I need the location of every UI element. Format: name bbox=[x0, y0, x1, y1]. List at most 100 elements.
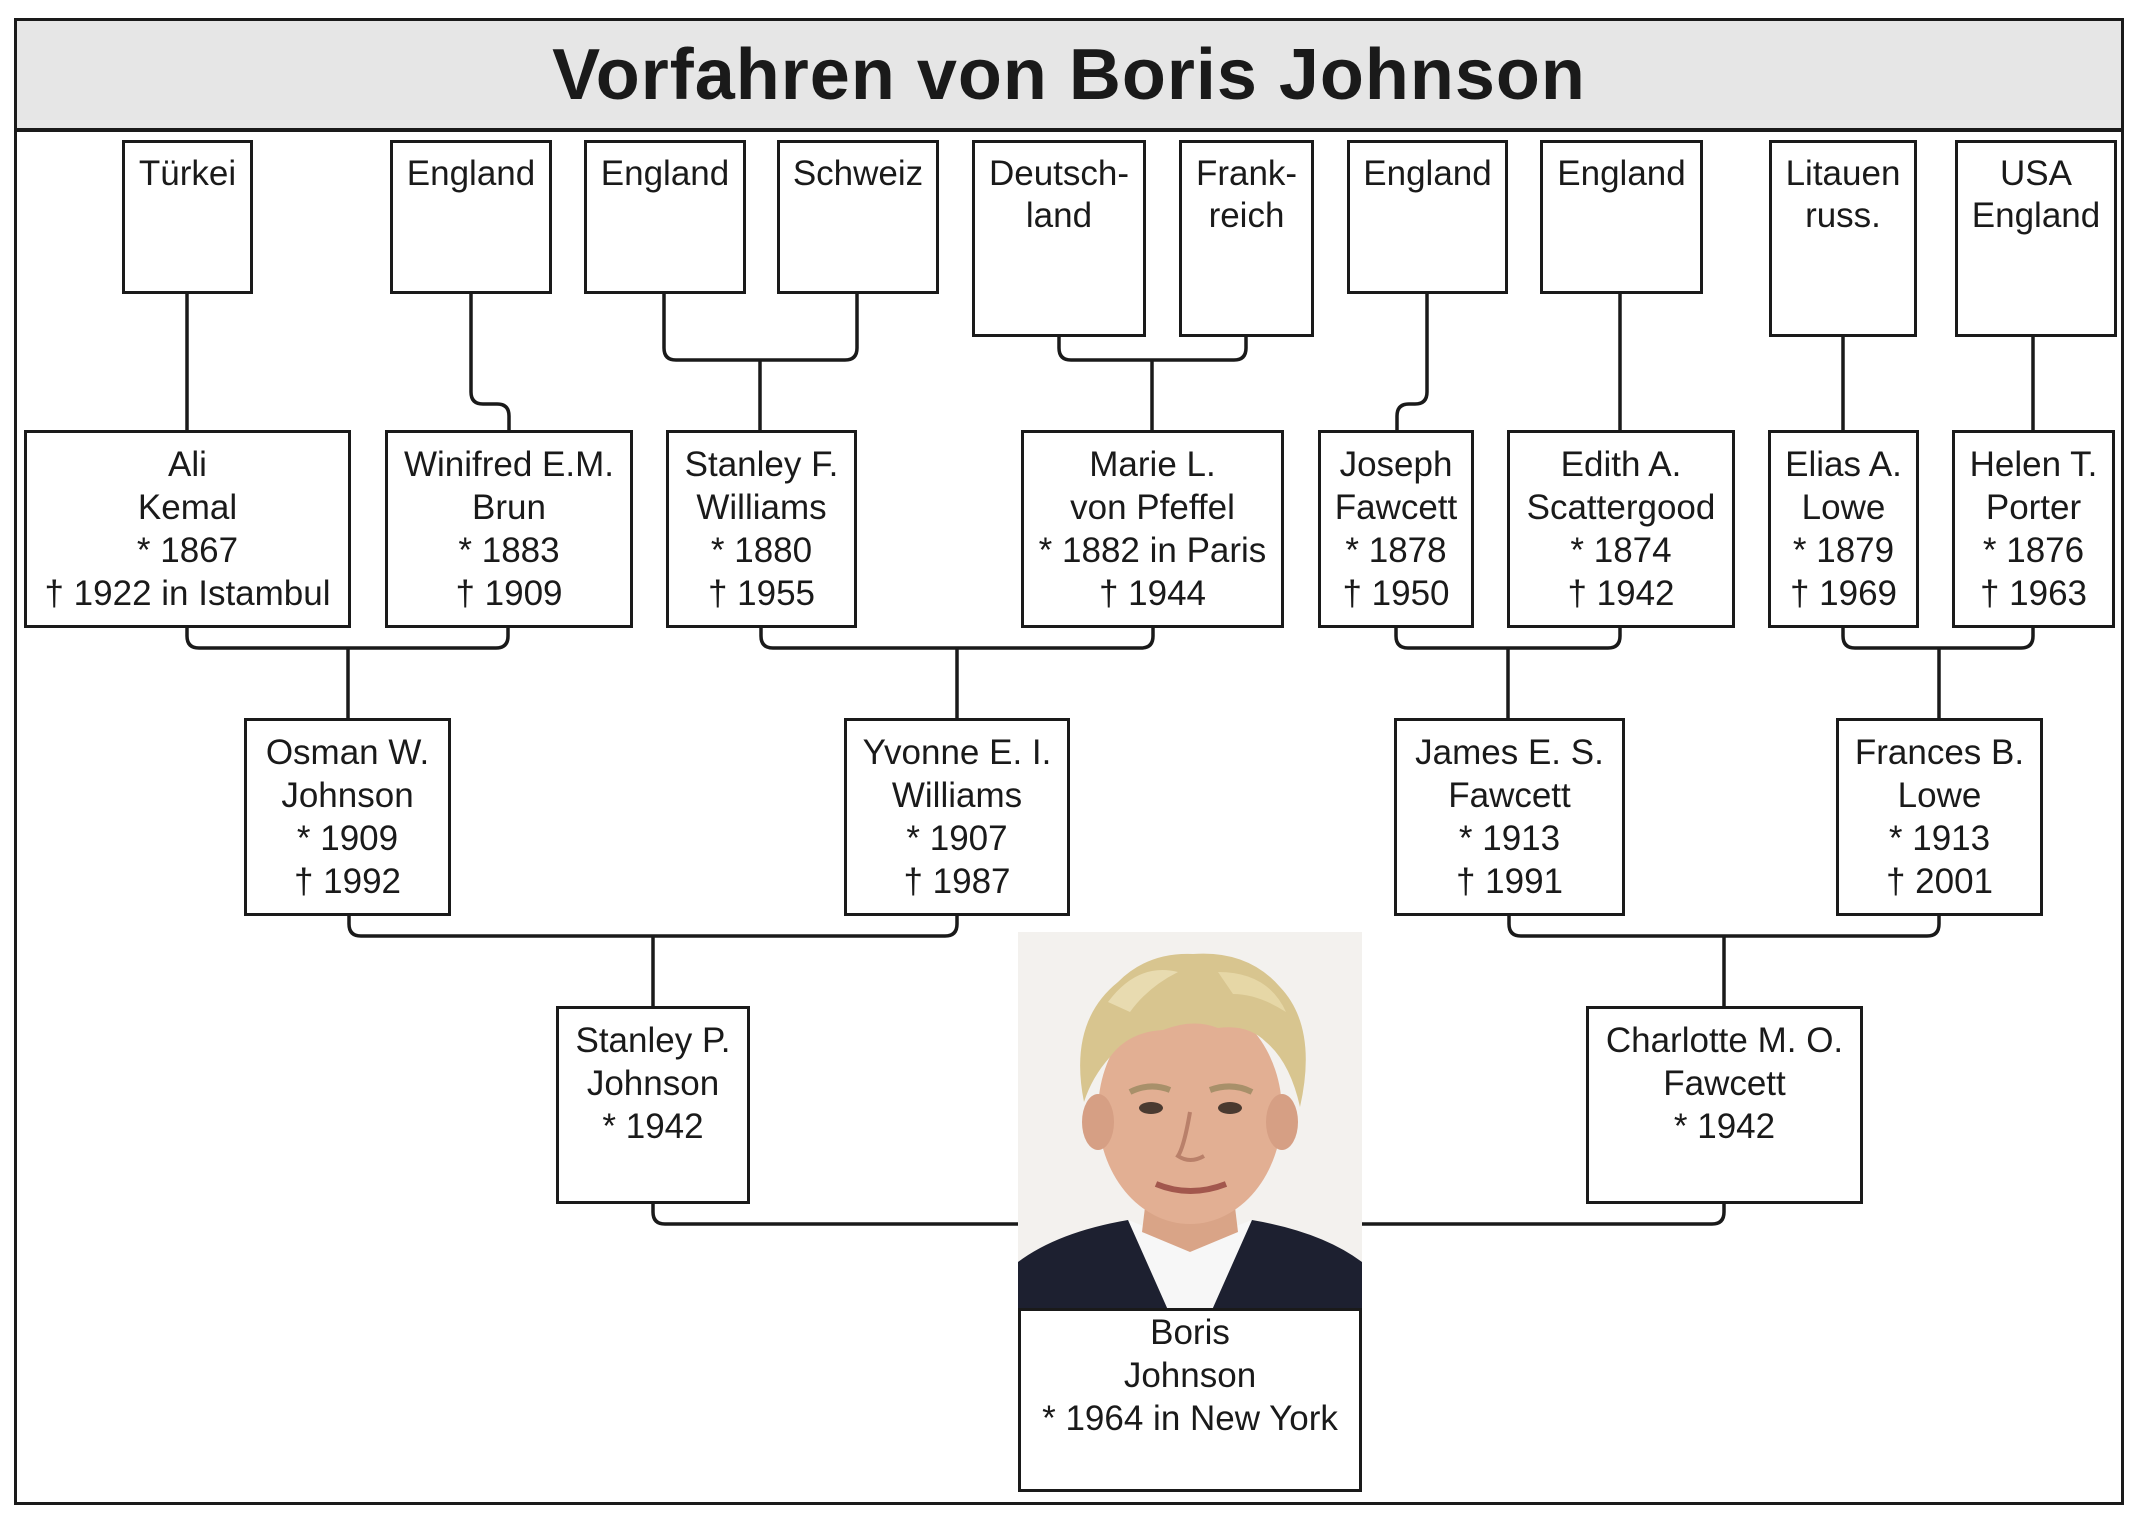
title-bar: Vorfahren von Boris Johnson bbox=[14, 18, 2124, 132]
link-gp12 bbox=[347, 914, 959, 938]
origin-label: land bbox=[1025, 196, 1093, 235]
origin-box: USA England bbox=[1955, 140, 2117, 337]
origin-label: England bbox=[1557, 154, 1686, 193]
person-birth: * 1907 bbox=[906, 819, 1008, 858]
person-box-grandparent: James E. S. Fawcett * 1913 † 1991 bbox=[1394, 718, 1625, 916]
person-surname: Fawcett bbox=[1663, 1064, 1786, 1103]
origin-label: USA bbox=[2000, 154, 2072, 193]
person-death: † 1955 bbox=[707, 574, 816, 613]
person-surname: Williams bbox=[891, 776, 1023, 815]
link-o5-o6 bbox=[1057, 335, 1248, 362]
person-name: Joseph bbox=[1339, 445, 1453, 484]
person-box-great-grandparent: Ali Kemal * 1867 † 1922 in Istambul bbox=[24, 430, 351, 628]
person-death: † 1950 bbox=[1342, 574, 1450, 613]
person-surname: von Pfeffel bbox=[1070, 488, 1235, 527]
person-name: Stanley F. bbox=[684, 445, 839, 484]
person-surname: Porter bbox=[1985, 488, 2082, 527]
person-death: † 1944 bbox=[1098, 574, 1207, 613]
origin-box: Schweiz bbox=[777, 140, 939, 294]
origin-label: Schweiz bbox=[792, 154, 924, 193]
origin-label: England bbox=[1971, 196, 2101, 235]
origin-label: England bbox=[1363, 154, 1492, 193]
person-surname: Fawcett bbox=[1448, 776, 1571, 815]
person-birth: * 1874 bbox=[1570, 531, 1672, 570]
person-surname: Fawcett bbox=[1334, 488, 1458, 527]
origin-box: England bbox=[390, 140, 552, 294]
person-birth: * 1942 bbox=[1673, 1107, 1776, 1146]
person-death: † 1992 bbox=[293, 862, 402, 901]
person-surname: Johnson bbox=[586, 1064, 720, 1103]
person-surname: Brun bbox=[472, 488, 546, 527]
person-death: † 1909 bbox=[455, 574, 563, 613]
link-gg56 bbox=[1394, 626, 1622, 650]
person-box-great-grandparent: Edith A. Scattergood * 1874 † 1942 bbox=[1507, 430, 1735, 628]
origin-box: England bbox=[1347, 140, 1508, 294]
person-death: † 1963 bbox=[1979, 574, 2088, 613]
person-death: † 1922 in Istambul bbox=[44, 574, 331, 613]
origin-label: reich bbox=[1208, 196, 1285, 235]
origin-box: Türkei bbox=[122, 140, 253, 294]
origin-label: Frank- bbox=[1195, 154, 1298, 193]
person-name: James E. S. bbox=[1415, 733, 1604, 772]
person-death: † 2001 bbox=[1885, 862, 1994, 901]
person-name: Boris bbox=[1150, 1313, 1230, 1352]
person-birth: * 1867 bbox=[136, 531, 239, 570]
person-death: † 1987 bbox=[903, 862, 1011, 901]
origin-label: Türkei bbox=[138, 154, 237, 193]
person-birth: * 1882 in Paris bbox=[1038, 531, 1267, 570]
person-birth: * 1878 bbox=[1345, 531, 1447, 570]
person-box-grandparent: Yvonne E. I. Williams * 1907 † 1987 bbox=[844, 718, 1070, 916]
origin-box: Litauen russ. bbox=[1769, 140, 1917, 337]
person-birth: * 1879 bbox=[1792, 531, 1895, 570]
origin-box: Frank- reich bbox=[1179, 140, 1314, 337]
person-surname: Johnson bbox=[1123, 1356, 1257, 1395]
person-box-grandparent: Frances B. Lowe * 1913 † 2001 bbox=[1836, 718, 2043, 916]
origin-label: Deutsch- bbox=[988, 154, 1130, 193]
person-box-great-grandparent: Winifred E.M. Brun * 1883 † 1909 bbox=[385, 430, 633, 628]
person-name: Marie L. bbox=[1089, 445, 1216, 484]
person-name: Yvonne E. I. bbox=[862, 733, 1052, 772]
origin-label: England bbox=[406, 154, 536, 193]
person-birth: * 1964 in New York bbox=[1042, 1399, 1338, 1438]
person-name: Charlotte M. O. bbox=[1605, 1021, 1844, 1060]
person-name: Winifred E.M. bbox=[403, 445, 615, 484]
person-birth: * 1876 bbox=[1982, 531, 2085, 570]
link-gg78 bbox=[1841, 626, 2035, 650]
person-surname: Johnson bbox=[281, 776, 414, 815]
person-name: Helen T. bbox=[1969, 445, 2098, 484]
person-surname: Lowe bbox=[1897, 776, 1982, 815]
link-o2 bbox=[469, 292, 511, 430]
person-box-subject: Boris Johnson * 1964 in New York bbox=[1018, 1308, 1362, 1492]
person-name: Edith A. bbox=[1560, 445, 1682, 484]
person-name: Ali bbox=[168, 445, 207, 484]
person-box-parent: Stanley P. Johnson * 1942 bbox=[556, 1006, 750, 1204]
origin-box: Deutsch- land bbox=[972, 140, 1146, 337]
person-name: Stanley P. bbox=[575, 1021, 731, 1060]
origin-label: russ. bbox=[1805, 196, 1881, 235]
link-o3-o4 bbox=[662, 292, 859, 362]
origin-box: England bbox=[584, 140, 746, 294]
origin-box: England bbox=[1540, 140, 1703, 294]
person-birth: * 1909 bbox=[296, 819, 399, 858]
person-birth: * 1942 bbox=[602, 1107, 704, 1146]
person-box-parent: Charlotte M. O. Fawcett * 1942 bbox=[1586, 1006, 1863, 1204]
person-box-great-grandparent: Helen T. Porter * 1876 † 1963 bbox=[1952, 430, 2115, 628]
link-gg12 bbox=[185, 626, 510, 650]
person-surname: Williams bbox=[696, 488, 827, 527]
person-box-great-grandparent: Elias A. Lowe * 1879 † 1969 bbox=[1768, 430, 1919, 628]
person-box-great-grandparent: Stanley F. Williams * 1880 † 1955 bbox=[666, 430, 857, 628]
person-death: † 1942 bbox=[1567, 574, 1675, 613]
link-gp34 bbox=[1507, 914, 1941, 938]
person-box-great-grandparent: Joseph Fawcett * 1878 † 1950 bbox=[1318, 430, 1474, 628]
person-name: Elias A. bbox=[1785, 445, 1902, 484]
origin-label: Litauen bbox=[1785, 154, 1901, 193]
person-birth: * 1913 bbox=[1888, 819, 1991, 858]
link-mother bbox=[1362, 1202, 1726, 1226]
person-surname: Kemal bbox=[137, 488, 238, 527]
person-death: † 1991 bbox=[1455, 862, 1564, 901]
person-box-grandparent: Osman W. Johnson * 1909 † 1992 bbox=[244, 718, 451, 916]
portrait-photo bbox=[1018, 932, 1362, 1310]
link-gg34 bbox=[759, 626, 1155, 650]
person-surname: Lowe bbox=[1801, 488, 1886, 527]
